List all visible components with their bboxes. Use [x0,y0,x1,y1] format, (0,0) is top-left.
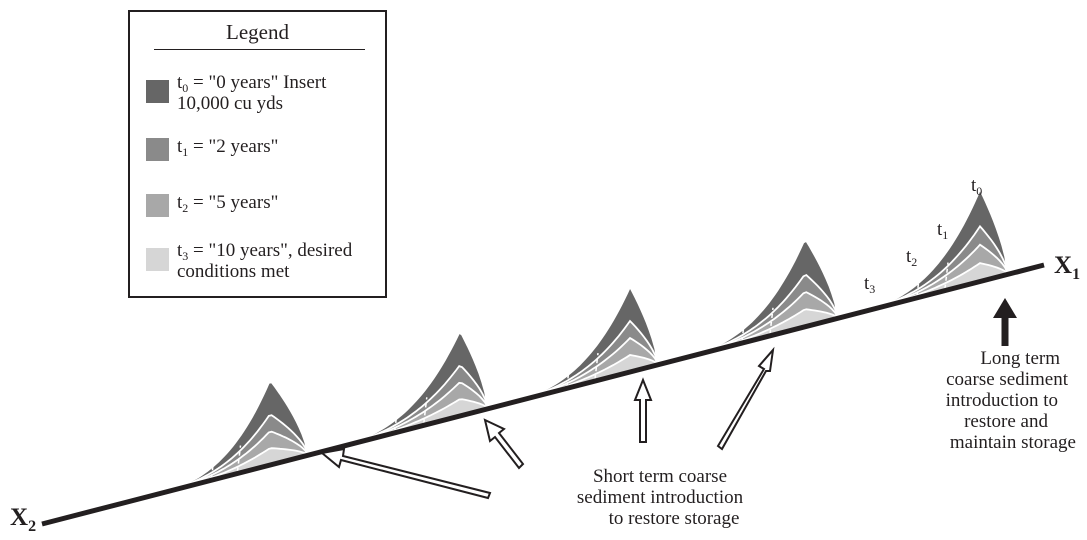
time-label-t2: t2 [906,246,918,269]
short-term-arrow-4 [716,346,775,451]
time-label-t1: t1 [937,219,949,242]
short-term-arrow-3 [633,377,653,443]
long-term-line-3: introduction to [945,390,1058,411]
short-term-line-3: to restore storage [608,508,740,529]
legend-swatch-t2 [146,194,169,217]
legend-swatch-t3 [146,248,169,271]
long-term-line-4: restore and [964,411,1048,432]
legend-label-t2: t2 = "5 years" [177,192,279,215]
short-term-annotation: Short term coarse sediment introduction … [550,466,770,529]
legend-swatch-t1 [146,138,169,161]
short-term-line-1: Short term coarse [592,466,727,487]
long-term-arrow [993,298,1017,346]
short-term-line-2: sediment introduction [576,487,744,508]
sediment-mounds [139,187,1010,500]
long-term-line-5: maintain storage [949,432,1076,453]
x1-label: X1 [1054,252,1081,283]
long-term-annotation: Long term coarse sediment introduction t… [924,348,1076,453]
legend-divider [154,49,365,50]
short-term-arrow-2 [483,418,525,470]
long-term-line-1: Long term [980,348,1060,369]
channel-profile-line [41,262,1045,527]
long-term-line-2: coarse sediment [946,369,1068,390]
time-label-t3: t3 [864,273,876,296]
legend-swatch-t0 [146,80,169,103]
arrows [319,298,1017,500]
short-term-arrow-1 [319,447,492,500]
legend-title: Legend [226,20,289,44]
time-label-t0: t0 [971,175,983,198]
x2-label: X2 [10,504,37,535]
legend-label-t1: t1 = "2 years" [177,136,279,159]
